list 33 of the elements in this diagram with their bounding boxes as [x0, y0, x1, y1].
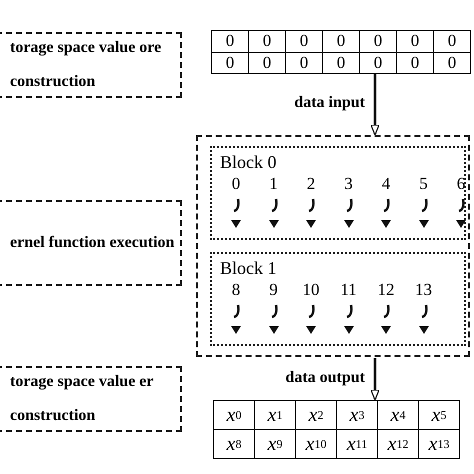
- block-title: Block 0: [220, 152, 276, 173]
- dashed-box: [0, 366, 182, 432]
- thread-number: 4: [380, 174, 392, 194]
- thread-number: 5: [418, 174, 429, 194]
- thread-number: 8: [230, 280, 242, 300]
- arrow: [370, 74, 380, 136]
- box-text: torage space value er construction: [10, 372, 154, 426]
- block-box: [210, 252, 466, 346]
- thread-number: 2: [306, 174, 316, 194]
- thread-number: 12: [376, 280, 396, 300]
- edge-label: data input: [294, 94, 365, 112]
- arrow: [370, 358, 380, 401]
- table-cell: 0: [433, 52, 471, 74]
- thread-number: 3: [343, 174, 354, 194]
- thread-number: 9: [268, 280, 279, 300]
- thread-number: 6: [456, 174, 466, 194]
- thread-number: 0: [230, 174, 242, 194]
- box-text: ernel function execution: [10, 233, 175, 253]
- thread-number: 11: [339, 280, 358, 300]
- box-text: torage space value ore construction: [10, 38, 162, 92]
- dashed-box: [0, 32, 182, 98]
- table-cell: 0: [433, 30, 471, 52]
- thread-number: 10: [302, 280, 320, 300]
- table-cell: 0: [211, 52, 249, 74]
- table-cell: 0: [211, 30, 249, 52]
- block-box: [210, 146, 466, 240]
- data-table: [211, 30, 470, 73]
- edge-label: data output: [285, 368, 365, 386]
- dashed-box: [0, 200, 182, 286]
- dashed-frame: [196, 135, 470, 357]
- block-title: Block 1: [220, 258, 276, 279]
- thread-number: 13: [414, 280, 433, 300]
- thread-number: 1: [268, 174, 279, 194]
